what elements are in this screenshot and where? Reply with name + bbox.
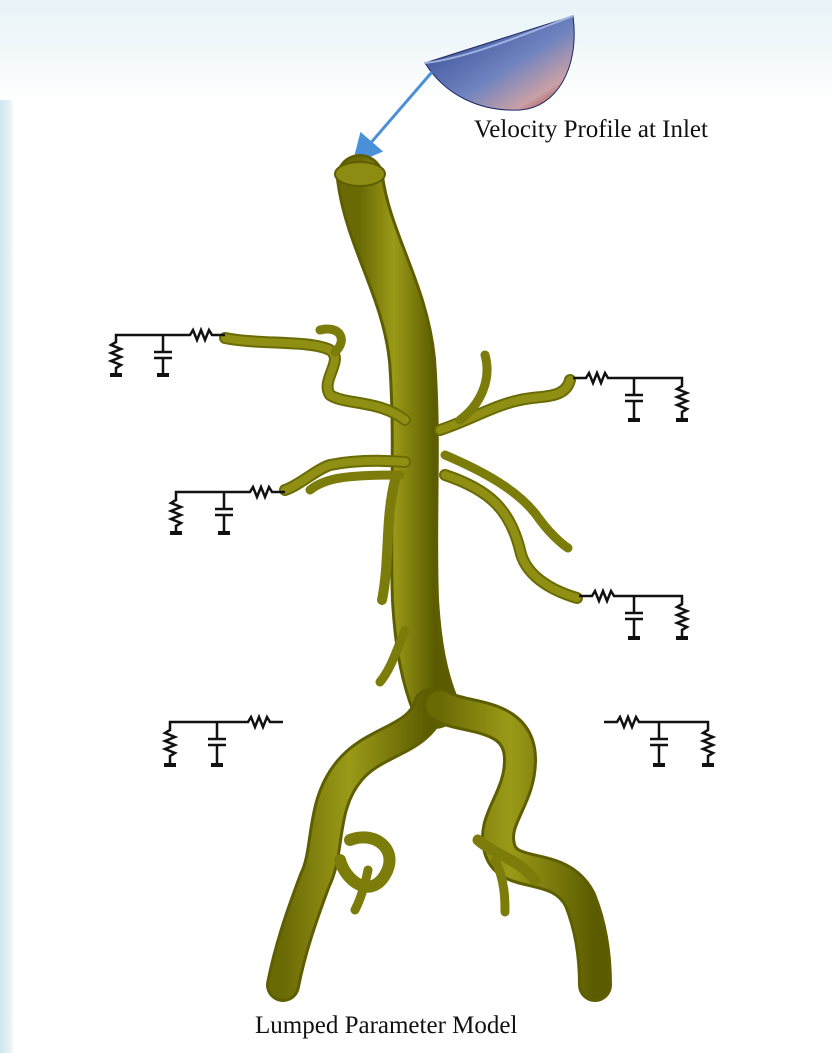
inlet-arrow bbox=[362, 72, 432, 153]
vessel-tree bbox=[225, 162, 595, 985]
inlet-velocity-label: Velocity Profile at Inlet bbox=[474, 116, 708, 144]
circuit-mid-right bbox=[579, 591, 688, 638]
circuit-upper-right bbox=[573, 373, 688, 420]
circuit-lower-left bbox=[164, 717, 283, 765]
circuit-lower-right bbox=[604, 717, 714, 765]
velocity-profile-paraboloid bbox=[425, 16, 574, 110]
circuit-mid-left bbox=[170, 487, 285, 533]
lumped-parameter-label: Lumped Parameter Model bbox=[255, 1012, 517, 1040]
circuit-upper-left bbox=[110, 330, 225, 375]
